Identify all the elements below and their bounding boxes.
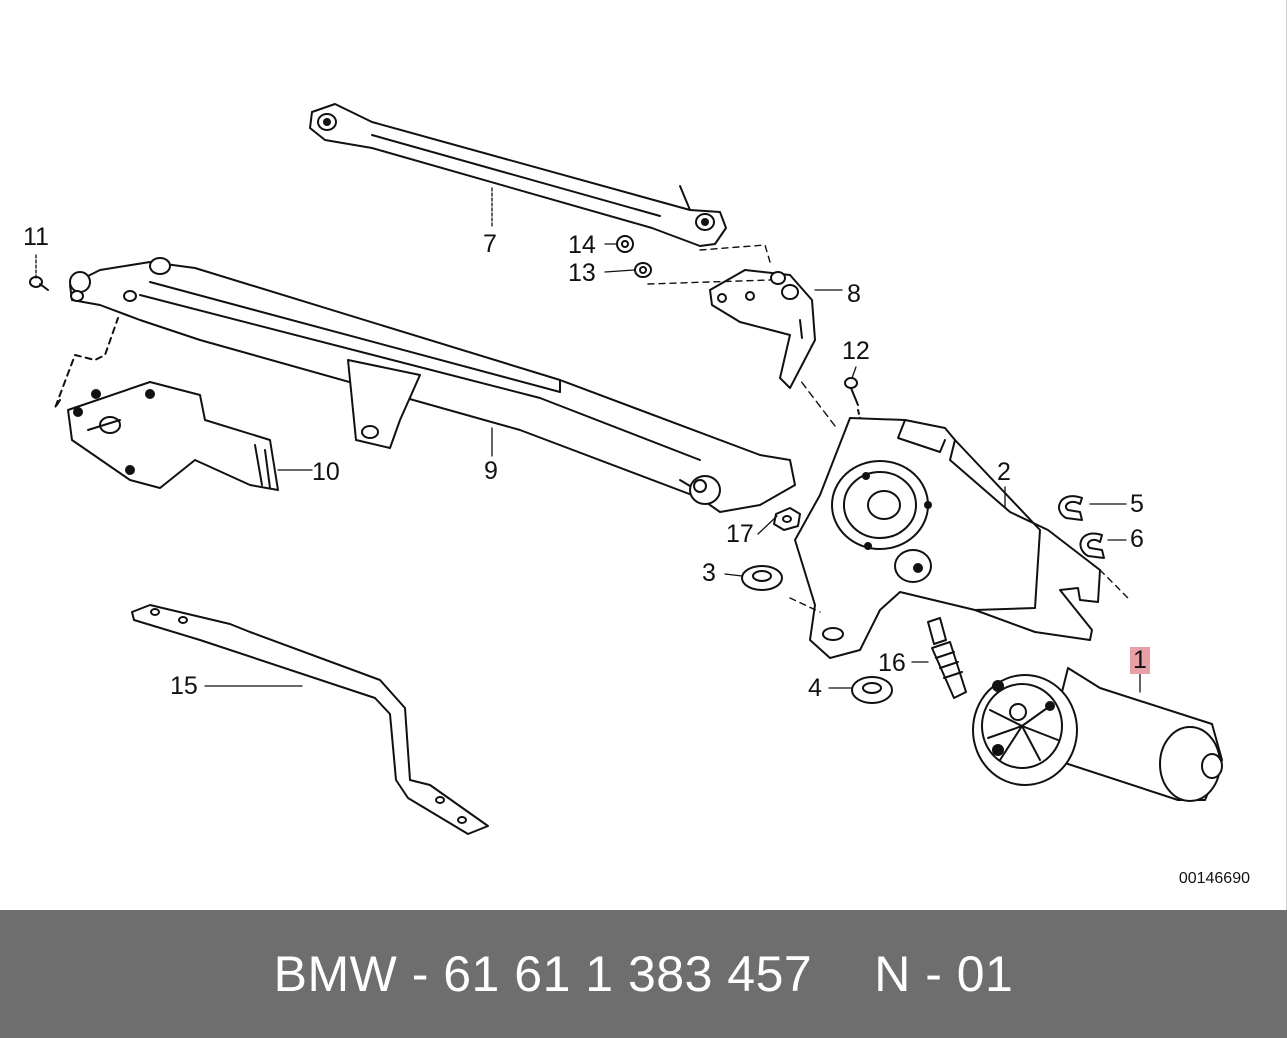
part-2-mounting-plate <box>789 379 1131 659</box>
callout-17: 17 <box>726 520 754 548</box>
part-number-banner: BMW - 61 61 1 383 457 N - 01 <box>0 910 1287 1038</box>
part-9-linkage-frame <box>69 257 796 513</box>
callout-1: 1 <box>1130 647 1150 674</box>
part-15-strut <box>131 604 489 835</box>
part-6-clip <box>1079 532 1105 559</box>
callout-4: 4 <box>808 674 822 702</box>
callout-9: 9 <box>484 457 498 485</box>
callout-16: 16 <box>878 649 906 677</box>
part-8-bracket <box>647 244 816 389</box>
exploded-view-drawing <box>29 103 1223 835</box>
drawing-number: 00146690 <box>1178 870 1250 887</box>
callout-7: 7 <box>483 230 497 258</box>
callout-8: 8 <box>847 280 861 308</box>
callout-2: 2 <box>997 458 1011 486</box>
position-text: N - 01 <box>874 946 1014 1002</box>
part-10-small-motor <box>54 317 279 491</box>
callout-6: 6 <box>1130 525 1144 553</box>
part-12-bolt <box>844 377 861 419</box>
leader-lines <box>35 187 1141 693</box>
callout-12: 12 <box>842 337 870 365</box>
part-14-nut <box>616 235 634 253</box>
part-13-washer <box>634 262 652 278</box>
callout-11: 11 <box>23 223 49 251</box>
callout-13: 13 <box>568 259 596 287</box>
callout-10: 10 <box>312 458 340 486</box>
part-1-wiper-motor <box>972 667 1223 802</box>
part-5-clip <box>1058 495 1083 521</box>
callout-5: 5 <box>1130 490 1144 518</box>
part-16-spacer <box>927 617 967 699</box>
part-11-screw <box>29 276 49 291</box>
callout-14: 14 <box>568 231 596 259</box>
part-17-nut <box>773 507 801 531</box>
part-4-grommet <box>851 676 893 704</box>
part-3-grommet <box>741 565 783 591</box>
callout-3: 3 <box>702 559 716 587</box>
callout-15: 15 <box>170 672 198 700</box>
parts-diagram: 1 2 3 4 5 6 7 8 9 10 11 12 13 14 15 16 1… <box>23 0 1287 910</box>
part-number-text: BMW - 61 61 1 383 457 <box>273 946 813 1002</box>
part-7-link-rod <box>309 103 727 247</box>
